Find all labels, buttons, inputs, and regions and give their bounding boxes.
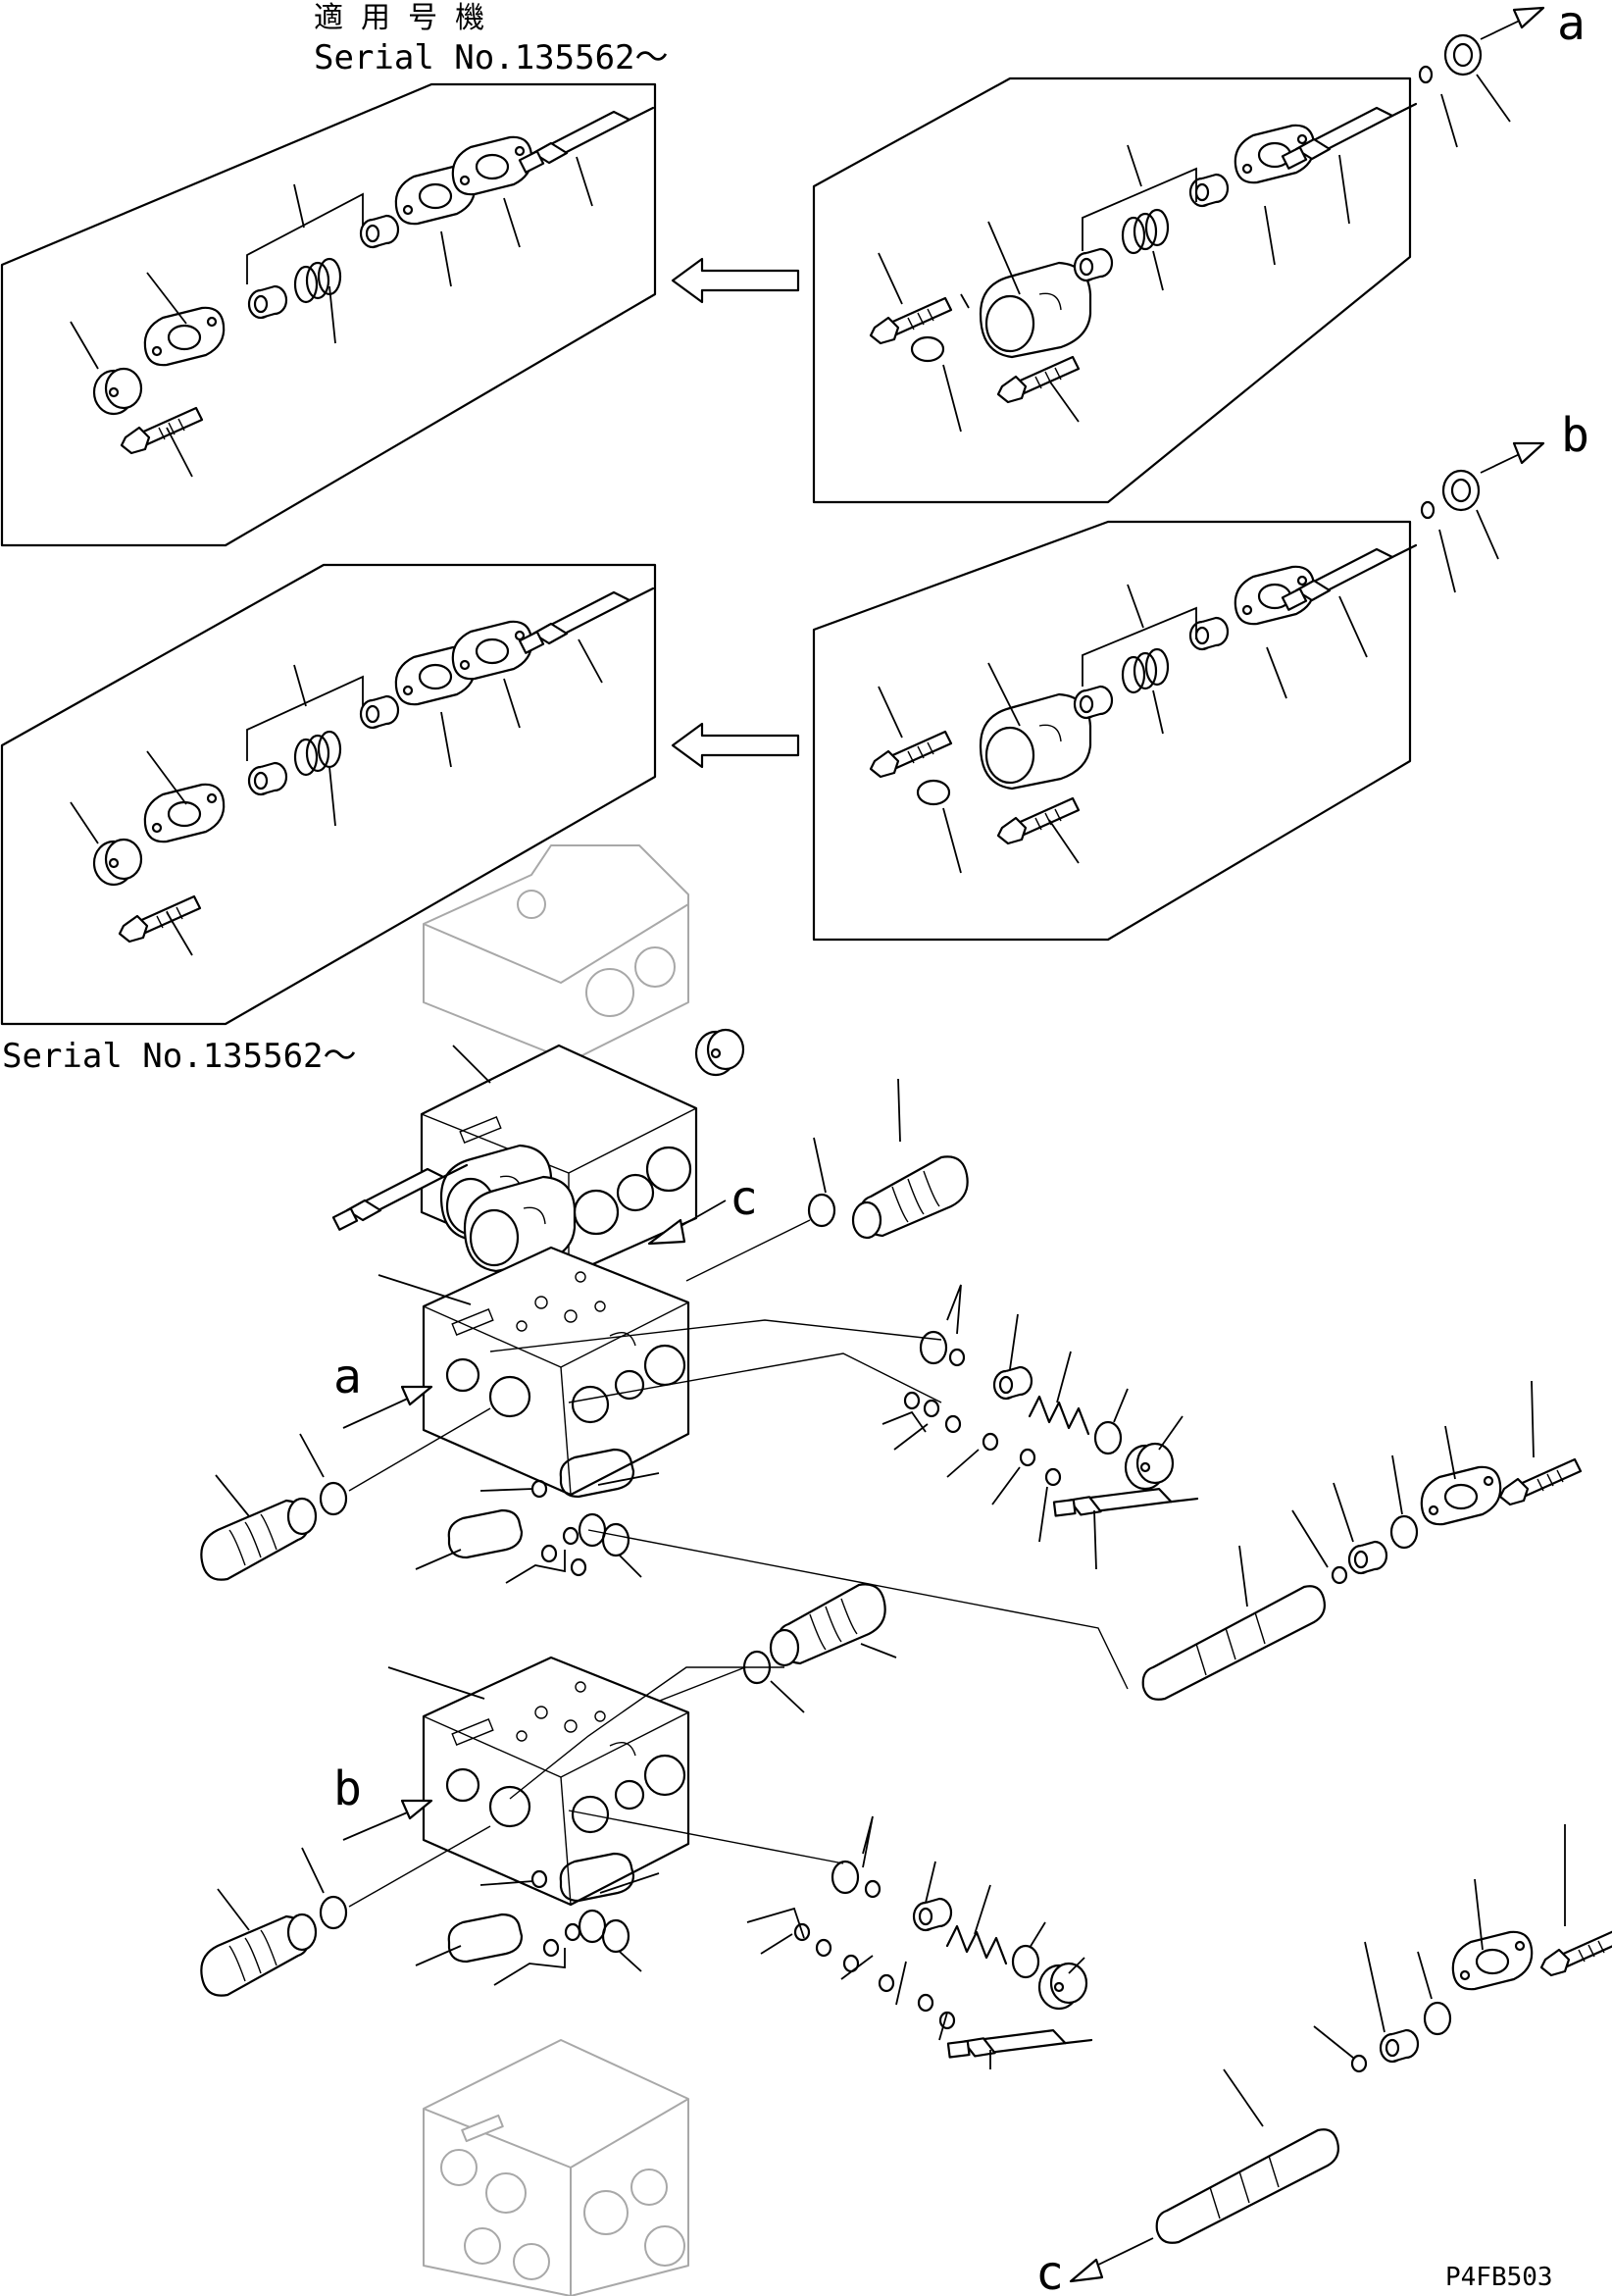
mounting-bolt [869, 296, 953, 345]
spring-seat [359, 694, 400, 730]
flange-plate [1451, 1930, 1534, 1991]
o-ring [319, 1895, 348, 1930]
mounting-bolt [1539, 1928, 1612, 1977]
relief-valve-cartridge [200, 1497, 318, 1581]
valve-assembly-top [331, 1028, 745, 1277]
spring-seat [359, 214, 400, 249]
callout-b-block: b [333, 1761, 362, 1816]
gasket-group-1 [415, 1448, 660, 1584]
block-2-right-parts [509, 1666, 1093, 2102]
mounting-bolt [996, 796, 1081, 845]
callout-b-top: b [1561, 408, 1589, 463]
flange-plate [1420, 1465, 1502, 1526]
small-o-ring [1418, 65, 1434, 84]
check-valve-spool [1048, 1452, 1199, 1560]
gasket-group-2 [415, 1852, 660, 1986]
serial-note-bottom: Serial No.135562～ [2, 1037, 357, 1076]
cap-plug [92, 367, 143, 416]
ghost-valve-base [423, 2039, 689, 2296]
arrow-leader-icon [342, 1396, 413, 1429]
o-ring [807, 1193, 836, 1228]
arrow-left-icon [671, 722, 800, 769]
spool-cap [1379, 2028, 1420, 2064]
spring-seat [1073, 247, 1114, 282]
callout-c-mid: c [730, 1171, 758, 1226]
applicable-model-label: 適 用 号 機 [314, 1, 484, 35]
panel-top-left [0, 82, 657, 547]
plug [1124, 1442, 1175, 1491]
mounting-bolt [118, 894, 202, 944]
spring [293, 730, 342, 777]
plug [1037, 1962, 1088, 2011]
spring-seat [1073, 685, 1114, 720]
spool-assembly-middle [587, 1380, 1583, 1701]
relief-valve-cartridge [851, 1155, 969, 1240]
arrow-leader-icon [1087, 2237, 1154, 2270]
valve-block-1 [422, 1246, 690, 1497]
o-ring [319, 1481, 348, 1516]
callout-c-bottom: c [1035, 2246, 1064, 2296]
mounting-bolt [869, 730, 953, 779]
end-cap [694, 1028, 745, 1077]
washer [916, 779, 951, 806]
panel-mid-right [812, 520, 1418, 942]
spool-cap [1347, 1540, 1388, 1575]
block-1-right-parts [489, 1284, 1199, 1570]
flange-plate [451, 135, 533, 196]
cap-plug [92, 838, 143, 887]
valve-poppet [912, 1897, 953, 1932]
spool [518, 587, 655, 654]
solenoid-flange [143, 783, 226, 843]
small-o-ring [1420, 500, 1436, 520]
spool [518, 106, 655, 174]
seal-washer [1441, 469, 1481, 512]
solenoid-housing [979, 261, 1092, 359]
ghost-valve-block [423, 844, 689, 1062]
solenoid-flange [143, 306, 226, 367]
panel-mid-left [0, 563, 657, 1026]
flange-plate [451, 620, 533, 681]
spring-seat [247, 284, 288, 320]
mounting-bolt [1498, 1457, 1583, 1506]
solenoid-housing [979, 692, 1092, 791]
callout-a-block: a [333, 1350, 362, 1404]
mounting-bolt [996, 355, 1081, 404]
spring [293, 257, 342, 304]
valve-poppet [992, 1365, 1033, 1401]
seal-washer [1443, 33, 1483, 77]
spring [1121, 647, 1170, 694]
spool-assembly-bottom [1155, 1824, 1612, 2244]
arrow-leader-icon [342, 1810, 413, 1841]
callout-a-top: a [1557, 0, 1586, 51]
arrow-left-icon [671, 257, 800, 304]
mounting-bolt [120, 406, 204, 455]
check-valve-spool [942, 1993, 1093, 2102]
relief-valve-cartridge [200, 1913, 318, 1997]
spring-seat [247, 761, 288, 796]
relief-valve-cartridge [769, 1583, 886, 1667]
washer [910, 335, 945, 363]
panel-top-right [812, 77, 1418, 504]
drawing-code: P4FB503 [1445, 2263, 1553, 2292]
serial-note-top: Serial No.135562～ [314, 38, 669, 77]
spring [1121, 208, 1170, 255]
